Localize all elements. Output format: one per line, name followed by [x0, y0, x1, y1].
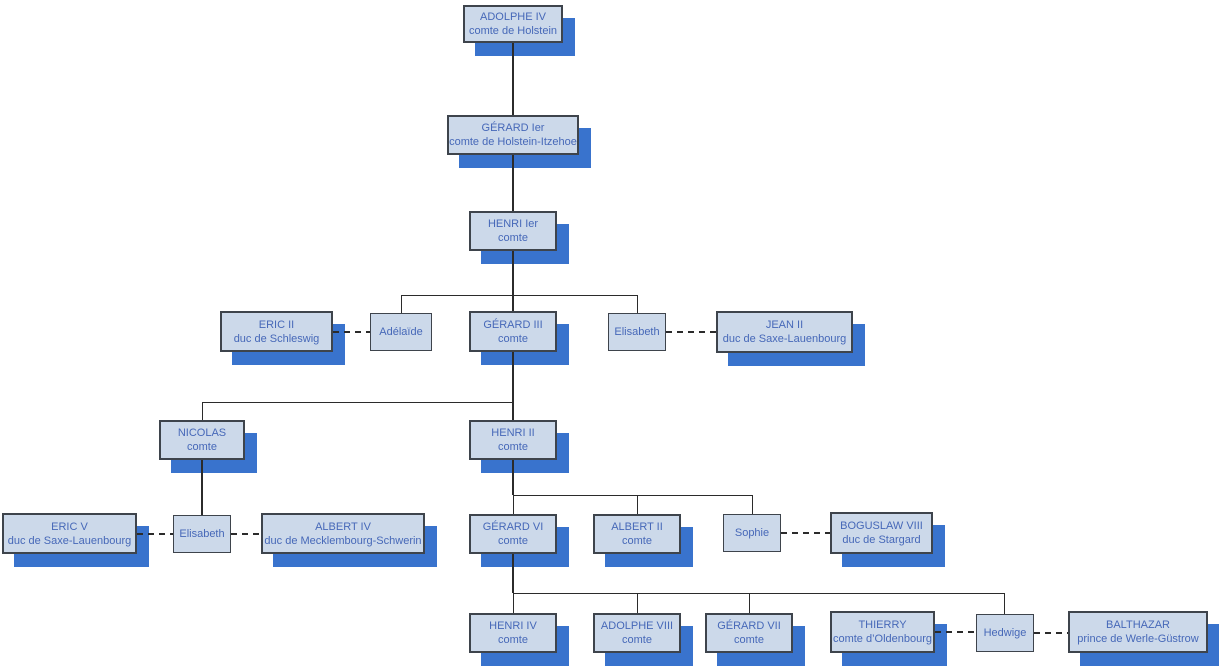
person-name: ADOLPHE IV	[479, 11, 547, 23]
node-boguslaw-viii: BOGUSLAW VIII duc de Stargard	[830, 512, 933, 554]
person-name: Sophie	[734, 527, 770, 539]
descent-connector-line	[749, 593, 750, 613]
person-name: JEAN II	[765, 319, 804, 331]
node-jean-ii: JEAN II duc de Saxe-Lauenbourg	[716, 311, 853, 353]
person-title: duc de Stargard	[842, 534, 921, 546]
descent-connector-line	[201, 460, 203, 515]
person-name: HENRI IV	[489, 620, 537, 632]
node-hedwige: Hedwige	[976, 614, 1034, 652]
descent-connector-line	[512, 402, 514, 420]
node-gerard-vii: GÉRARD VII comte	[705, 613, 793, 653]
descent-connector-line	[637, 593, 638, 613]
node-albert-ii: ALBERT II comte	[593, 514, 681, 554]
node-sophie: Sophie	[723, 514, 781, 552]
descent-connector-line	[513, 495, 514, 514]
node-adolphe-iv: ADOLPHE IV comte de Holstein	[463, 5, 563, 43]
person-name: GÉRARD VI	[482, 521, 544, 533]
person-name: ERIC V	[51, 520, 88, 533]
person-name: ALBERT II	[611, 521, 663, 533]
person-title: comte	[734, 634, 764, 646]
descent-connector-line	[512, 352, 514, 402]
person-title: comte	[622, 535, 652, 547]
descent-connector-line	[512, 43, 514, 115]
node-henri-iv: HENRI IV comte	[469, 613, 557, 653]
descent-connector-line	[512, 460, 514, 495]
node-henri-ier: HENRI Ier comte	[469, 211, 557, 251]
descent-connector-line	[637, 295, 638, 313]
descent-connector-line	[202, 402, 203, 420]
marriage-dashed-line	[781, 532, 830, 534]
descent-connector-line	[202, 402, 513, 403]
person-title: duc de Saxe-Lauenbourg	[722, 333, 847, 345]
descent-connector-line	[513, 593, 1005, 594]
node-adelaide: Adélaïde	[370, 313, 432, 351]
person-title: comte	[498, 232, 528, 244]
marriage-dashed-line	[333, 331, 370, 333]
descent-connector-line	[513, 495, 752, 496]
node-nicolas: NICOLAS comte	[159, 420, 245, 460]
person-title: comte	[498, 441, 528, 453]
descent-connector-line	[1004, 593, 1005, 614]
person-name: HENRI Ier	[487, 218, 539, 230]
node-balthazar: BALTHAZAR prince de Werle-Güstrow	[1068, 611, 1208, 653]
descent-connector-line	[512, 155, 514, 211]
marriage-dashed-line	[1034, 632, 1068, 634]
node-thierry: THIERRY comte d’Oldenbourg	[830, 611, 935, 653]
node-gerard-vi: GÉRARD VI comte	[469, 514, 557, 554]
person-name: Adélaïde	[379, 326, 423, 338]
node-elisabeth-1: Elisabeth	[608, 313, 666, 351]
person-name: NICOLAS	[177, 427, 227, 439]
person-title: comte de Holstein-Itzehoe	[449, 136, 577, 148]
descent-connector-line	[512, 554, 514, 593]
descent-connector-line	[752, 495, 753, 514]
person-title: comte	[622, 634, 652, 646]
person-title: comte d’Oldenbourg	[832, 633, 933, 645]
person-name: GÉRARD Ier	[481, 122, 545, 134]
marriage-dashed-line	[137, 533, 173, 535]
person-title: comte de Holstein	[468, 25, 558, 37]
descent-connector-line	[401, 295, 637, 296]
descent-connector-line	[637, 495, 638, 514]
marriage-dashed-line	[231, 533, 261, 535]
person-name: Hedwige	[983, 627, 1027, 639]
person-title: duc de Mecklembourg-Schwerin	[264, 534, 422, 547]
node-henri-ii: HENRI II comte	[469, 420, 557, 460]
node-elisabeth-2: Elisabeth	[173, 515, 231, 553]
person-name: GÉRARD VII	[717, 620, 781, 632]
node-gerard-ier: GÉRARD Ier comte de Holstein-Itzehoe	[447, 115, 579, 155]
person-title: duc de Saxe-Lauenbourg	[7, 534, 132, 547]
person-name: Elisabeth	[614, 326, 660, 338]
person-name: GÉRARD III	[483, 318, 543, 331]
person-title: duc de Schleswig	[233, 332, 320, 345]
person-name: HENRI II	[491, 427, 535, 439]
person-name: ALBERT IV	[315, 520, 371, 533]
marriage-dashed-line	[666, 331, 716, 333]
person-name: BALTHAZAR	[1106, 619, 1170, 631]
person-name: Elisabeth	[179, 528, 225, 540]
person-name: ADOLPHE VIII	[600, 620, 674, 632]
person-title: comte	[498, 332, 528, 345]
descent-connector-line	[401, 295, 402, 313]
person-name: BOGUSLAW VIII	[840, 520, 923, 532]
person-title: comte	[498, 634, 528, 646]
person-name: ERIC II	[258, 318, 295, 331]
person-name: THIERRY	[858, 619, 907, 631]
descent-connector-line	[512, 251, 514, 311]
person-title: comte	[498, 535, 528, 547]
descent-connector-line	[513, 593, 514, 613]
node-adolphe-viii: ADOLPHE VIII comte	[593, 613, 681, 653]
person-title: comte	[187, 441, 217, 453]
marriage-dashed-line	[935, 631, 976, 633]
person-title: prince de Werle-Güstrow	[1077, 633, 1199, 645]
